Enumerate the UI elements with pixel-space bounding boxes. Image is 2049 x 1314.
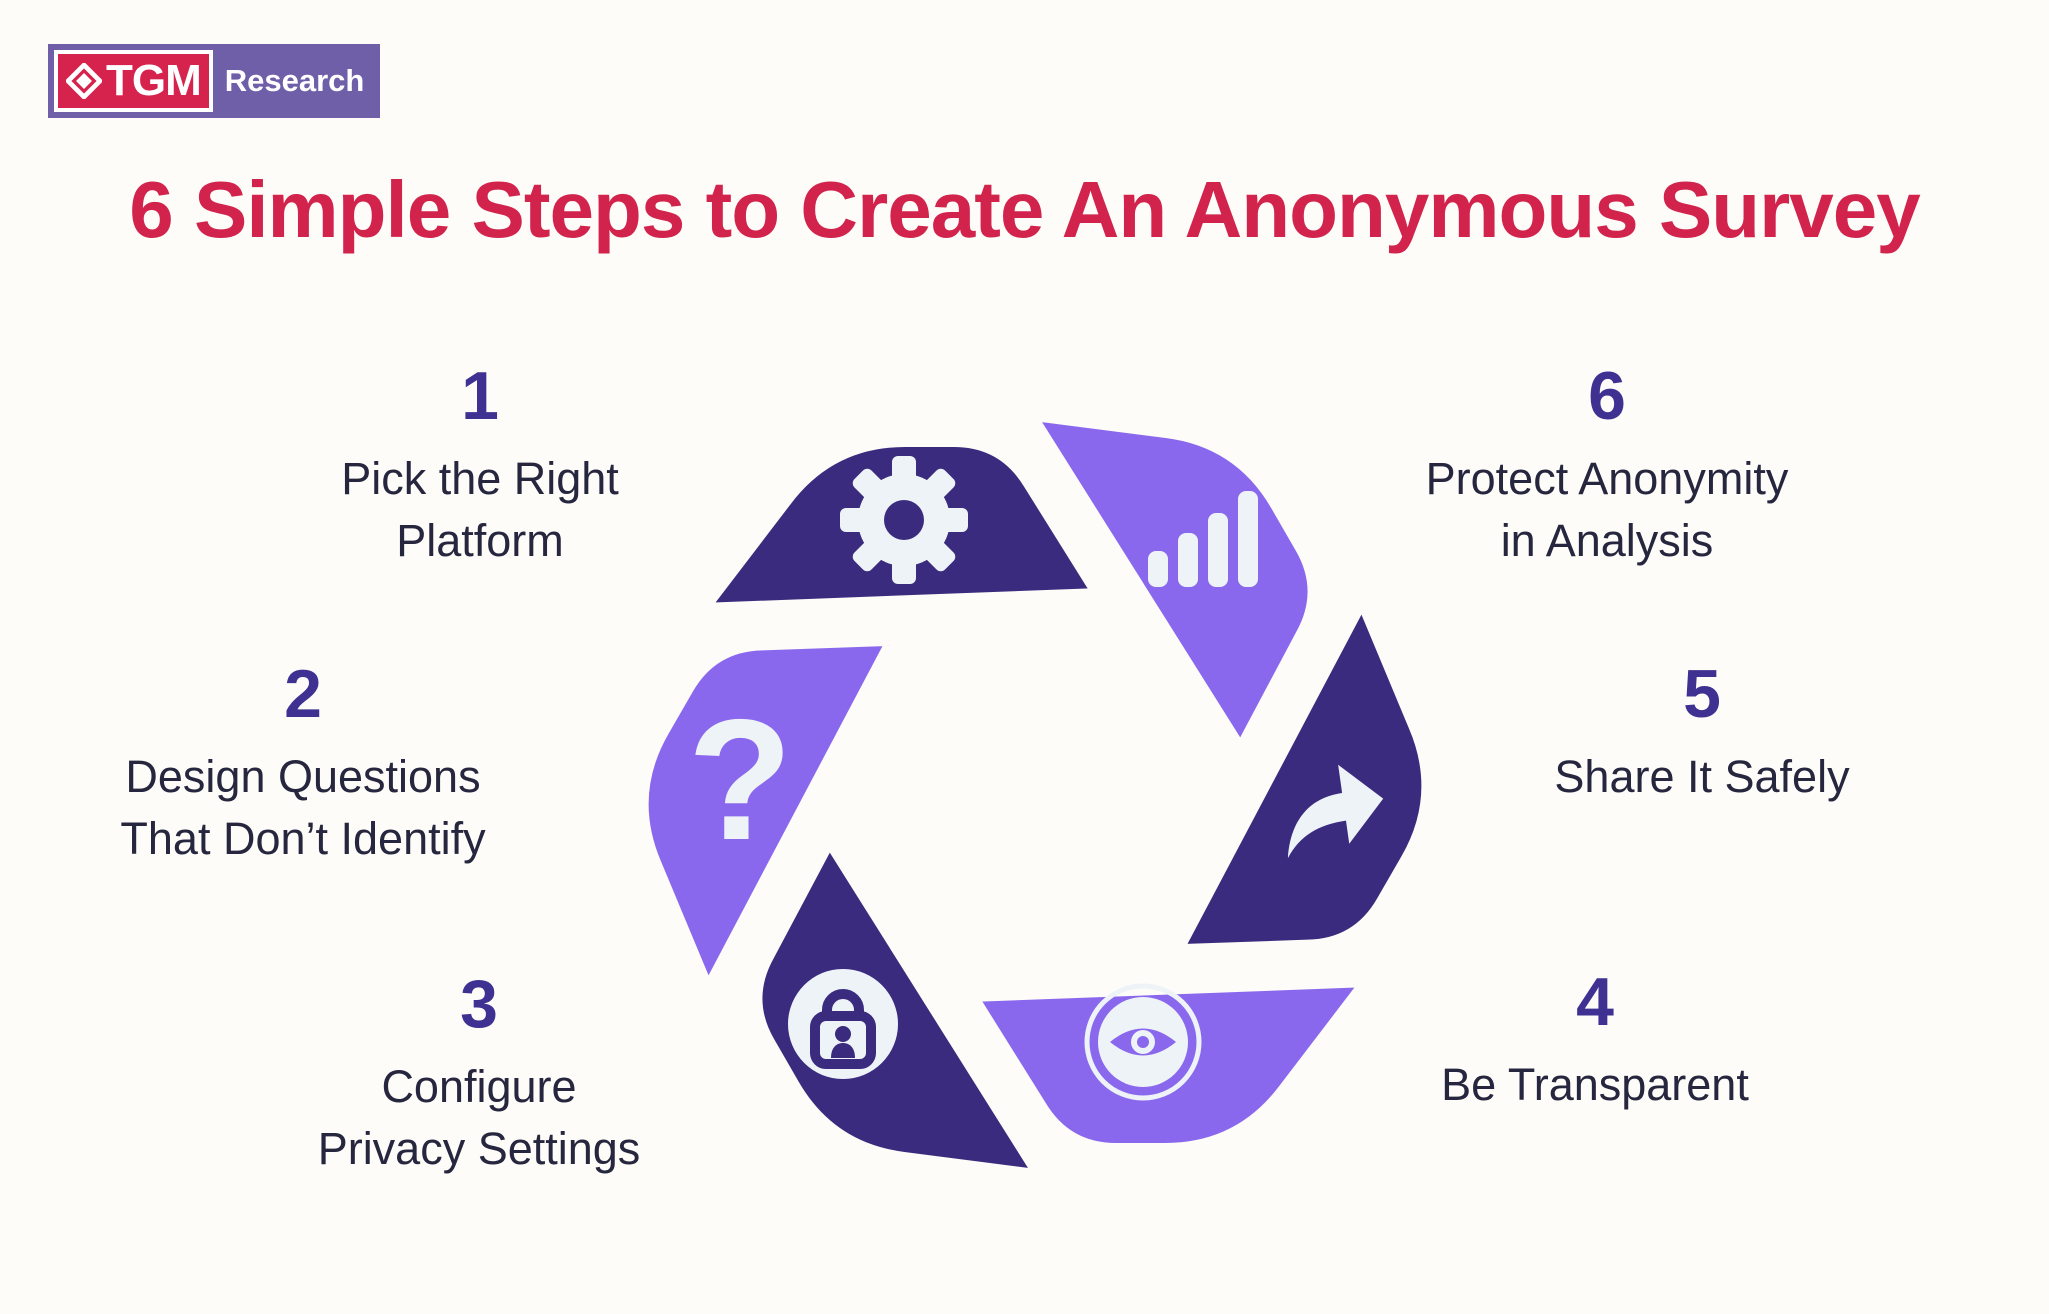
- step-3-block: 3 Configure Privacy Settings: [269, 970, 689, 1180]
- cycle-diagram: ?: [605, 365, 1465, 1225]
- share-arrow-icon: [1287, 764, 1384, 859]
- step-5-label: Share It Safely: [1554, 751, 1850, 802]
- tgm-research-logo: TGM Research: [48, 44, 381, 118]
- step-4-block: 4 Be Transparent: [1385, 968, 1805, 1116]
- step-2-number: 2: [284, 656, 322, 732]
- eye-icon: [1084, 983, 1202, 1101]
- lock-icon: [788, 969, 898, 1079]
- logo-research-text: Research: [224, 63, 365, 98]
- step-6-number: 6: [1588, 358, 1626, 434]
- page-title: 6 Simple Steps to Create An Anonymous Su…: [129, 165, 1921, 254]
- step-6-label: Protect Anonymity in Analysis: [1425, 453, 1789, 566]
- step-2-label: Design Questions That Don’t Identify: [120, 751, 486, 864]
- step-1-label: Pick the Right Platform: [341, 453, 619, 566]
- step-3-number: 3: [460, 966, 498, 1042]
- logo-tgm-text: TGM: [106, 56, 202, 105]
- step-4-label: Be Transparent: [1441, 1059, 1749, 1110]
- question-mark-icon: ?: [687, 684, 792, 876]
- gear-icon: [840, 456, 968, 584]
- step-2-block: 2 Design Questions That Don’t Identify: [93, 660, 513, 870]
- step-5-number: 5: [1683, 656, 1721, 732]
- diamond-icon: [66, 63, 102, 99]
- step-5-block: 5 Share It Safely: [1492, 660, 1912, 808]
- step-1-number: 1: [461, 358, 499, 434]
- step-1-block: 1 Pick the Right Platform: [270, 362, 690, 572]
- step-4-number: 4: [1576, 964, 1614, 1040]
- step-6-block: 6 Protect Anonymity in Analysis: [1397, 362, 1817, 572]
- logo-red-box: TGM: [54, 50, 213, 112]
- bar-chart-icon: [1148, 491, 1258, 587]
- step-3-label: Configure Privacy Settings: [317, 1061, 641, 1174]
